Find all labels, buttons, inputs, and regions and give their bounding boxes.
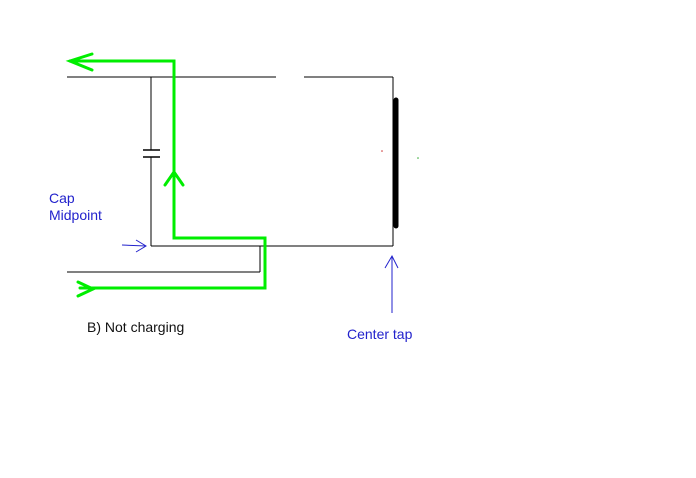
stray-dot-green (417, 157, 419, 159)
center-tap-arrow-head (384, 254, 399, 269)
annotation-arrows (121, 239, 399, 313)
capacitor (143, 149, 160, 158)
arrowhead-top-left (65, 52, 94, 72)
center-tap-label: Center tap (347, 326, 413, 342)
current-path-line (68, 59, 267, 290)
circuit-wires (67, 76, 394, 273)
cap-midpoint-label-line2: Midpoint (49, 207, 102, 223)
current-path (65, 52, 267, 298)
cap-midpoint-arrow-shaft (121, 244, 147, 247)
caption-label: B) Not charging (87, 319, 184, 335)
arrowhead-bottom-right (76, 280, 97, 298)
arrowhead-up (163, 169, 185, 187)
cap-midpoint-arrow-head (135, 239, 147, 253)
stray-dot-red (381, 150, 383, 152)
cap-midpoint-label-line1: Cap (49, 190, 75, 206)
